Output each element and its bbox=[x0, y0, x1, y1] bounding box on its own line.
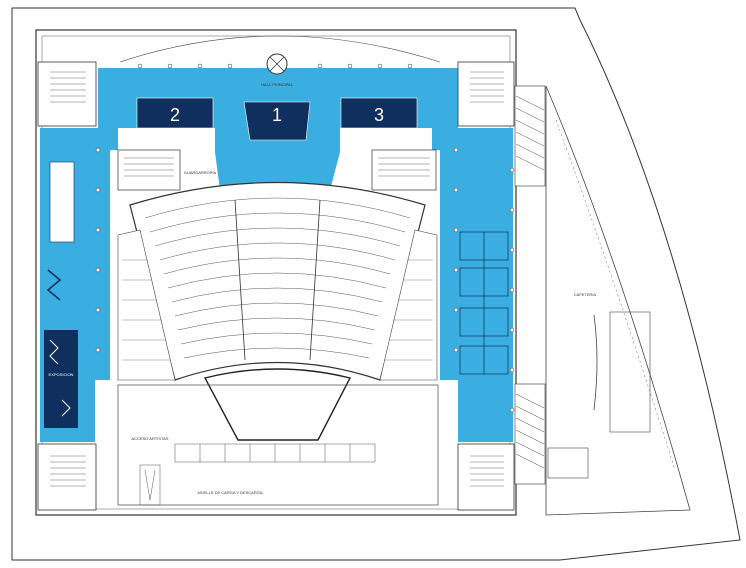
balconies bbox=[117, 229, 438, 381]
guardarropa-label: GUARDARROPIA bbox=[184, 170, 217, 175]
stair-lines bbox=[50, 71, 504, 487]
site-outline bbox=[11, 7, 741, 561]
exposicion-label: EXPOSICION bbox=[49, 372, 74, 377]
cafeteria-area bbox=[545, 85, 691, 516]
lobby-corridor bbox=[40, 68, 513, 442]
backstage bbox=[117, 384, 439, 506]
hall-label: HALL PRINCIPAL bbox=[261, 82, 294, 87]
seating-rows bbox=[144, 197, 411, 359]
zone-2-label: 2 bbox=[170, 105, 180, 125]
acceso-label: ACCESO ARTISTAS bbox=[132, 436, 169, 441]
stage bbox=[203, 368, 352, 441]
right-staircases bbox=[514, 85, 546, 485]
auditorium bbox=[129, 181, 426, 381]
columns bbox=[95, 63, 515, 413]
zone-1-label: 1 bbox=[272, 105, 282, 125]
zone-3-label: 3 bbox=[374, 105, 384, 125]
zone-1[interactable] bbox=[243, 101, 311, 141]
corner-blocks bbox=[37, 61, 515, 511]
exhibition-panels bbox=[44, 161, 78, 428]
zone-3[interactable] bbox=[340, 97, 418, 129]
zone-2[interactable] bbox=[136, 97, 214, 129]
cafeteria-label: CAFETERIA bbox=[574, 292, 597, 297]
entrance-arc bbox=[119, 35, 441, 63]
right-cubicles bbox=[459, 231, 509, 375]
muelle-label: MUELLE DE CARGA Y DESCARGA bbox=[198, 490, 263, 495]
